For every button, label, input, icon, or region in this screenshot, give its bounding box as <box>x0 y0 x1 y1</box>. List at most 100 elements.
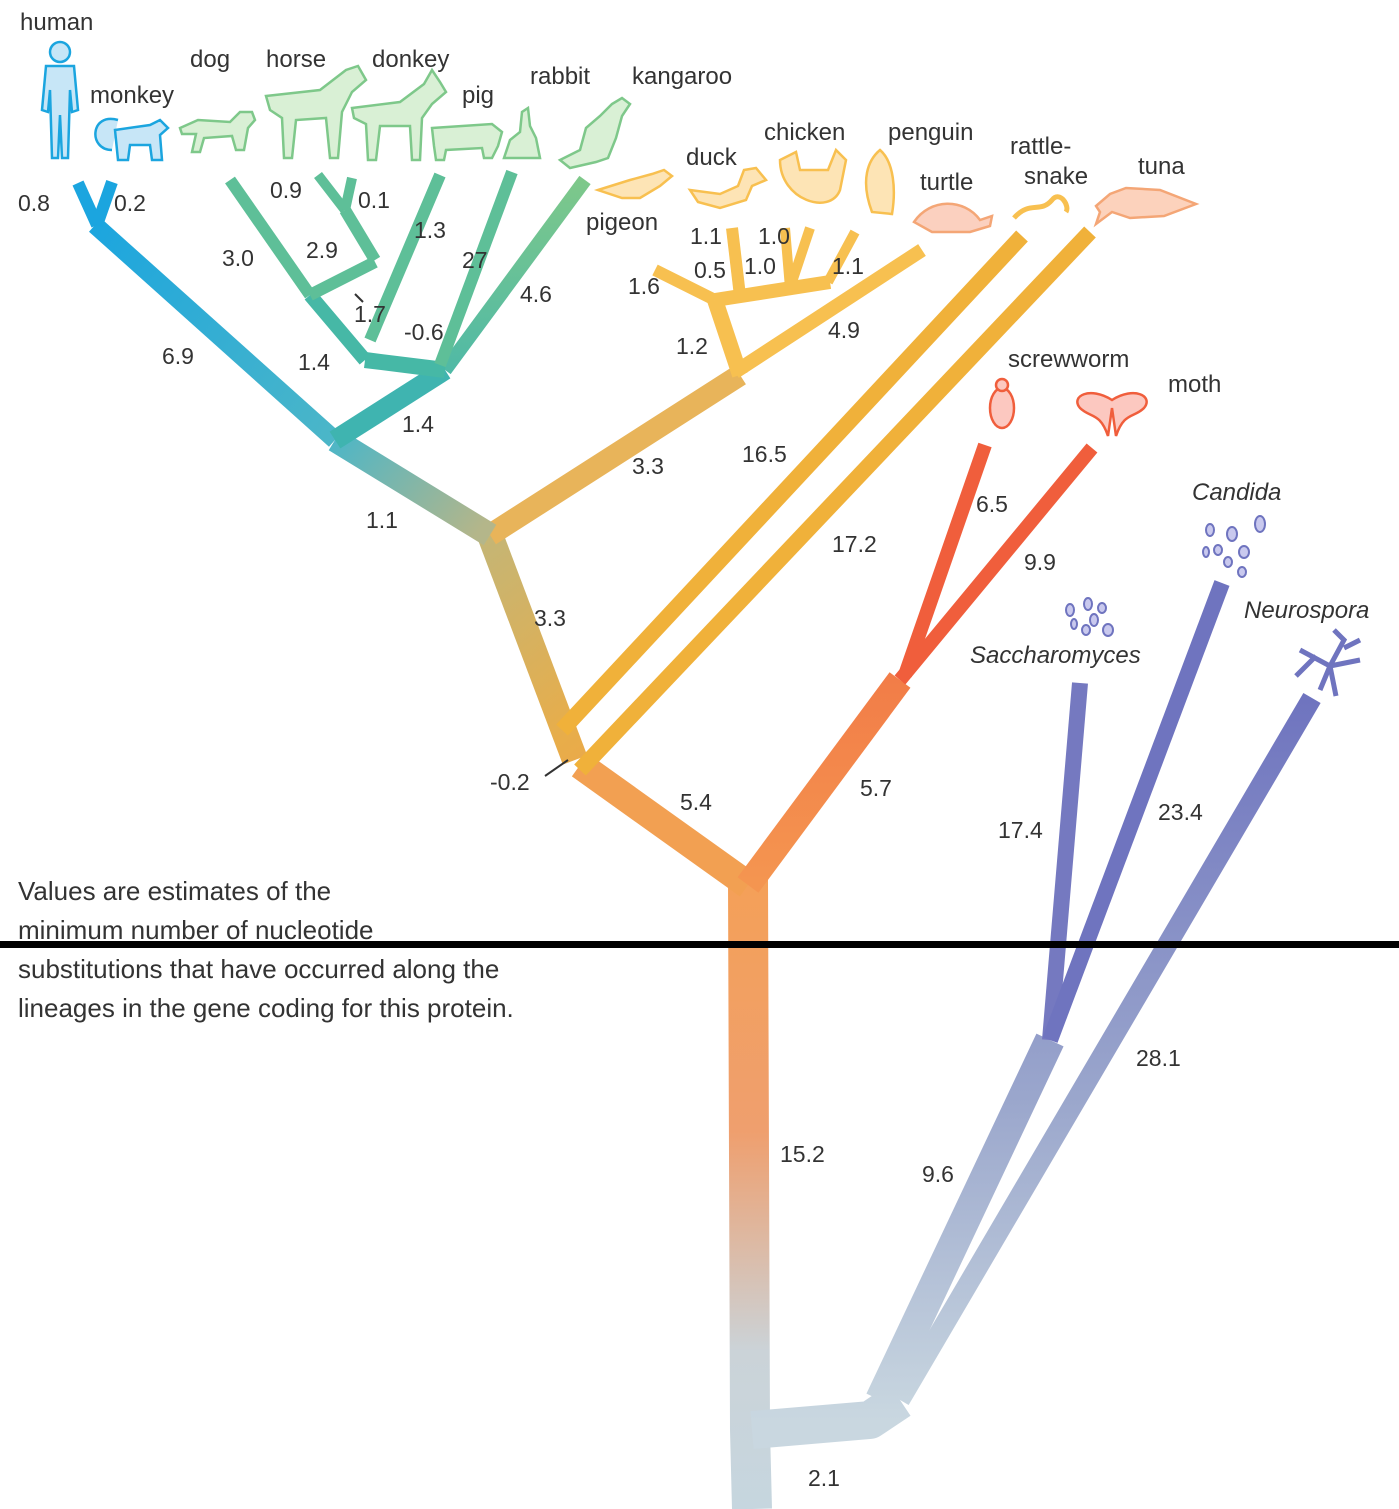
branch-pigeon <box>652 264 718 306</box>
caption-line-4: lineages in the gene coding for this pro… <box>18 993 514 1023</box>
taxon-label-human: human <box>20 9 93 36</box>
branch-chicken <box>785 226 815 290</box>
branch-length-tuna: 17.2 <box>832 531 877 557</box>
branch-length-human: 0.8 <box>18 190 50 216</box>
branch-length-root: 2.1 <box>808 1465 840 1491</box>
branch-vertebrates <box>571 753 757 897</box>
branch-donkey <box>340 176 357 212</box>
branch-primates <box>88 218 342 447</box>
branch-rattlesnake <box>556 230 1028 736</box>
branch-kangaroo <box>439 175 591 375</box>
taxon-label-horse: horse <box>266 46 326 73</box>
branch-birds-inner <box>713 275 832 307</box>
branch-length-neurospora: 28.1 <box>1136 1045 1181 1071</box>
branch-penguin <box>823 229 860 285</box>
dog-icon <box>178 110 257 154</box>
branch-tuna <box>574 226 1096 776</box>
branch-pig <box>364 172 446 343</box>
branch-birds <box>707 297 748 378</box>
taxon-label-rattlesnake-1: rattle- <box>1010 133 1071 160</box>
monkey-icon <box>94 117 170 162</box>
taxon-label-saccharomyces: Saccharomyces <box>970 642 1141 669</box>
branch-length-pig: 1.3 <box>414 217 446 243</box>
branch-length-placental-inner: 1.4 <box>298 349 330 375</box>
horizontal-divider-line <box>0 941 1399 948</box>
taxon-labels: human monkey dog horse donkey pig rabbit… <box>20 9 1369 669</box>
branch-length-kangaroo: 4.6 <box>520 281 552 307</box>
branch-monkey <box>91 180 118 227</box>
branch-length-vertebrates: 5.4 <box>680 789 712 815</box>
taxon-label-tuna: tuna <box>1138 153 1185 180</box>
branch-horse <box>314 171 349 214</box>
horse-icon <box>264 64 368 160</box>
tick-mark-2 <box>544 759 569 777</box>
saccharomyces-icon <box>1065 597 1114 637</box>
branch-length-chicken: 1.0 <box>758 223 790 249</box>
pigeon-icon <box>593 168 675 200</box>
branch-placental-inner <box>364 352 446 378</box>
taxon-label-monkey: monkey <box>90 82 174 109</box>
taxon-label-duck: duck <box>686 144 738 171</box>
turtle-icon <box>912 202 994 234</box>
branch-horse-donkey <box>339 206 381 264</box>
taxon-label-moth: moth <box>1168 371 1221 398</box>
branch-length-horse-donkey: 2.9 <box>306 237 338 263</box>
neurospora-icon <box>1294 628 1362 697</box>
branch-length-turtle: 4.9 <box>828 317 860 343</box>
branch-length-penguin: 1.1 <box>832 253 864 279</box>
branch-length-rabbit: 27 <box>462 247 488 273</box>
branch-length-birds: 1.2 <box>676 333 708 359</box>
taxon-label-penguin: penguin <box>888 119 973 146</box>
branch-length-dog-equid: 1.7 <box>354 301 386 327</box>
branch-length-candida: 23.4 <box>1158 799 1203 825</box>
branch-length-insects: 5.7 <box>860 775 892 801</box>
branch-length-dog-equid-pig: -0.6 <box>404 319 444 345</box>
branch-dog <box>225 176 315 299</box>
candida-icon <box>1202 515 1266 578</box>
screwworm-icon <box>988 377 1016 430</box>
chicken-icon <box>778 147 848 204</box>
branch-length-amniotes: 3.3 <box>534 605 566 631</box>
branch-candida <box>1042 580 1230 1043</box>
branch-rabbit <box>434 169 518 368</box>
branch-root-fungi <box>750 1384 911 1449</box>
branch-neurospora <box>891 692 1321 1406</box>
branch-length-labels: 0.8 0.2 0.9 0.1 3.0 2.9 1.3 27 4.6 1.7 -… <box>18 177 1203 1491</box>
branch-length-monkey: 0.2 <box>114 190 146 216</box>
donkey-icon <box>350 67 448 162</box>
branch-insects <box>737 672 911 893</box>
duck-icon <box>687 166 769 210</box>
branch-length-tetrapod-split: -0.2 <box>490 769 530 795</box>
branch-duck-chicken <box>726 227 746 297</box>
taxon-label-chicken: chicken <box>764 119 845 146</box>
branch-turtle <box>731 244 926 378</box>
caption-line-1: Values are estimates of the <box>18 876 332 906</box>
tick-mark-1 <box>354 293 364 303</box>
branch-trunk <box>728 879 772 1509</box>
branch-mammals <box>328 429 497 546</box>
branch-length-duck-chicken: 0.5 <box>694 257 726 283</box>
branch-sauropsids <box>484 365 746 545</box>
branch-length-mammals: 1.1 <box>366 507 398 533</box>
human-icon <box>40 40 80 160</box>
taxon-label-screwworm: screwworm <box>1008 346 1129 373</box>
rattlesnake-icon <box>1012 194 1070 220</box>
taxon-label-candida: Candida <box>1192 479 1281 506</box>
branch-length-duck: 1.1 <box>690 223 722 249</box>
caption: Values are estimates of the minimum numb… <box>18 872 658 1028</box>
branch-length-primates: 6.9 <box>162 343 194 369</box>
branch-moth <box>894 443 1098 685</box>
branch-length-sauropsids: 3.3 <box>632 453 664 479</box>
branches <box>72 169 1321 1509</box>
caption-line-3: substitutions that have occurred along t… <box>18 954 500 984</box>
branch-dog-equid <box>304 290 371 365</box>
taxon-label-neurospora: Neurospora <box>1244 597 1369 624</box>
branch-length-saccharomyces: 17.4 <box>998 817 1043 843</box>
branch-screwworm <box>898 442 992 678</box>
branch-connector <box>307 256 378 301</box>
branch-length-donkey: 0.1 <box>358 187 390 213</box>
penguin-icon <box>864 148 896 216</box>
branch-length-animals: 15.2 <box>780 1141 825 1167</box>
caption-line-2: minimum number of nucleotide <box>18 915 374 945</box>
